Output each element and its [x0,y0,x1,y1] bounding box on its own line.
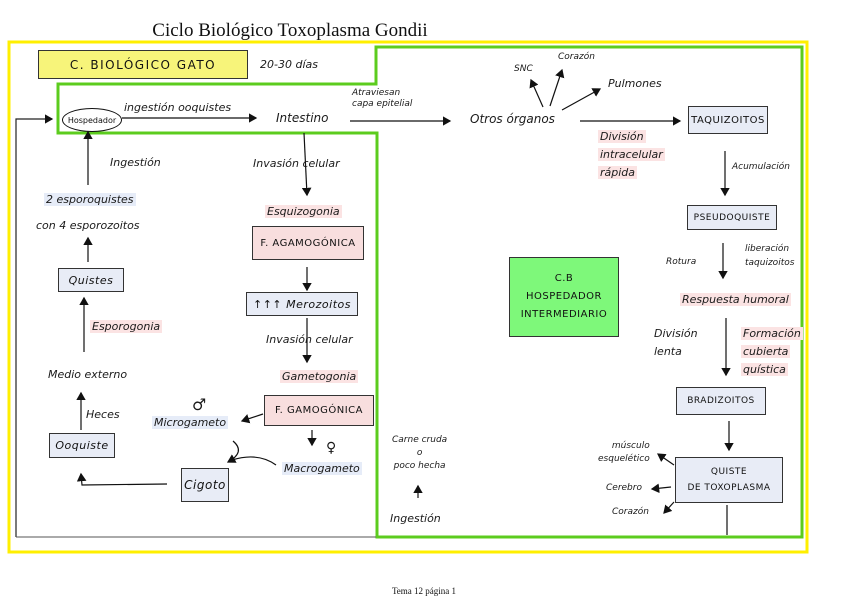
zygote-box: Cigoto [181,468,229,502]
organ-cns-label: SNC [514,64,533,74]
raw-meat-label: Carne cruda o poco hecha [392,435,448,471]
oocyst-box: Ooquiste [49,433,115,458]
tachyzoites-box: TAQUIZOITOS [688,106,768,134]
page-footer: Tema 12 página 1 [391,586,457,596]
release-tachyzoites-label: liberación taquizoitos [745,244,795,268]
male-symbol: ♂ [192,395,207,414]
brain-label: Cerebro [606,483,642,493]
microgamete-label: Microgameto [152,416,229,429]
heart-label: Corazón [612,507,649,517]
cat-cycle-label: C. BIOLÓGICO GATO [38,50,248,79]
external-medium-label: Medio externo [48,368,128,381]
return-loop-line [15,114,54,537]
skeletal-muscle-label: músculo esquelético [598,441,650,464]
raw-meat-ingestion-label: Ingestión [390,512,441,525]
ingestion-label: Ingestión [110,156,161,169]
sporogony-label: Esporogonia [90,320,163,333]
schizogony-label: Esquizogonia [265,205,342,218]
cell-invasion-label-1: Invasión celular [253,157,340,170]
humoral-response-label: Respuesta humoral [680,293,791,306]
accumulation-label: Acumulación [732,162,790,172]
gametogony-label: Gametogonia [280,370,359,383]
macrogamete-label: Macrogameto [282,462,362,475]
cell-invasion-label-2: Invasión celular [266,333,353,346]
definitive-host-node: Hospedador [62,108,122,132]
cysts-box: Quistes [58,268,124,292]
outer-frame [7,40,809,554]
sporocysts-label-line2: con 4 esporozoitos [36,219,140,232]
bradyzoites-box: BRADIZOITOS [676,387,766,415]
merozoites-box: ↑↑↑ Merozoitos [246,292,358,316]
cyst-wall-formation-label: Formación cubierta quística [741,327,803,376]
sporocysts-label-line1: 2 esporoquistes [44,193,136,206]
rupture-label: Rotura [666,257,697,267]
female-symbol: ♀ [326,440,337,456]
feces-label: Heces [86,408,120,421]
agamogonic-phase-box: F. AGAMOGÓNICA [252,226,364,260]
other-organs-node: Otros órganos [470,112,555,126]
organ-heart-label: Corazón [558,52,595,62]
gamogonic-phase-box: F. GAMOGÓNICA [264,395,374,426]
tissue-cyst-box: QUISTE DE TOXOPLASMA [675,457,783,503]
intestine-node: Intestino [276,111,329,125]
cross-epithelium-label: Atraviesan capa epitelial [352,88,413,109]
slow-division-label: División lenta [654,327,698,358]
ingestion-oocysts-label: ingestión ooquistes [124,101,232,114]
rapid-division-label: División intracelular rápida [598,130,665,179]
cat-cycle-duration: 20-30 días [260,58,318,71]
page-title: Ciclo Biológico Toxoplasma Gondii [152,20,428,41]
intermediate-host-label: C.B HOSPEDADOR INTERMEDIARIO [509,257,619,337]
organ-lungs-label: Pulmones [608,77,662,90]
intermediate-host-frame [56,45,804,539]
pseudocyst-box: PSEUDOQUISTE [687,205,777,230]
